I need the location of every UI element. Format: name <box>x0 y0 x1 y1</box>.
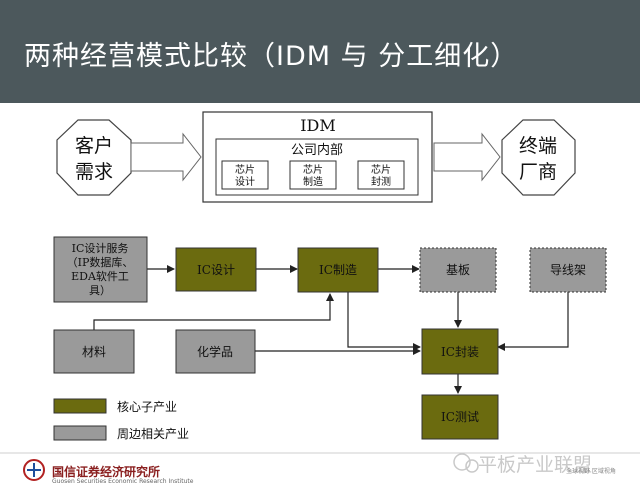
chemicals-label: 化学品 <box>197 344 233 359</box>
terminal-label-1: 终端 <box>519 135 557 157</box>
legend-swatch-core <box>53 398 107 414</box>
ic-design-service-l1: IC设计服务 <box>72 242 129 255</box>
arrow-materials-to-manufacturing <box>93 293 334 330</box>
guosen-logo <box>23 459 45 481</box>
idm-step-manufacture <box>289 160 337 190</box>
box-ic-design <box>175 247 257 292</box>
legend-label-related: 周边相关产业 <box>117 427 189 441</box>
lead-frame-label: 导线架 <box>550 263 586 277</box>
materials-label: 材料 <box>82 345 106 359</box>
idm-step-package-test <box>357 160 405 190</box>
watermark-text: 平板产业联盟 <box>478 454 593 476</box>
ic-design-service-l2: （IP数据库、 <box>67 255 134 269</box>
idm-step-manufacture-l1: 芯片 <box>303 163 323 176</box>
arrow-leadframe-to-packaging <box>497 292 569 351</box>
terminal-label-2: 厂商 <box>519 161 557 183</box>
title-bar <box>0 0 640 103</box>
customer-label-1: 客户 <box>75 135 113 157</box>
ic-design-label: IC设计 <box>197 263 235 277</box>
terminal-octagon <box>501 119 576 196</box>
ic-design-service-l4: 具） <box>89 284 111 297</box>
idm-step-design-l2: 设计 <box>235 175 255 188</box>
ic-manufacturing-label: IC制造 <box>319 263 357 277</box>
ic-design-service-l3: EDA软件工 <box>71 269 129 283</box>
block-arrow-right <box>433 132 501 182</box>
idm-label: IDM <box>300 116 336 135</box>
legend-swatch-related <box>53 425 107 441</box>
watermark-icon <box>453 453 479 473</box>
watermark-subtitle: 全球视野 区域视角 <box>566 468 616 475</box>
footer-logo-subtitle: Guosen Securities Economic Research Inst… <box>52 478 194 485</box>
box-substrate <box>419 247 497 293</box>
ic-packaging-label: IC封装 <box>441 345 479 359</box>
idm-step-design-l1: 芯片 <box>235 163 255 176</box>
box-lead-frame <box>529 247 607 293</box>
slide-title: 两种经营模式比较（IDM 与 分工细化） <box>24 41 519 72</box>
box-ic-design-service <box>53 236 148 303</box>
idm-step-package-test-l1: 芯片 <box>371 163 391 176</box>
legend-label-core: 核心子产业 <box>117 400 177 414</box>
ic-testing-label: IC测试 <box>441 409 479 424</box>
box-ic-packaging <box>421 328 499 375</box>
idm-step-manufacture-l2: 制造 <box>303 175 323 188</box>
box-ic-manufacturing <box>297 247 379 293</box>
block-arrow-left <box>130 132 202 182</box>
box-materials <box>53 329 135 374</box>
arrow-manufacturing-to-packaging <box>347 292 421 351</box>
footer-logo-text: 国信证券经济研究所 <box>52 465 161 479</box>
box-ic-testing <box>421 394 499 440</box>
idm-step-design <box>221 160 269 190</box>
idm-step-package-test-l2: 封测 <box>371 175 391 188</box>
box-chemicals <box>175 329 256 374</box>
customer-octagon <box>56 119 132 196</box>
inside-company-label: 公司内部 <box>291 142 343 158</box>
customer-label-2: 需求 <box>75 161 113 183</box>
substrate-label: 基板 <box>446 263 470 277</box>
